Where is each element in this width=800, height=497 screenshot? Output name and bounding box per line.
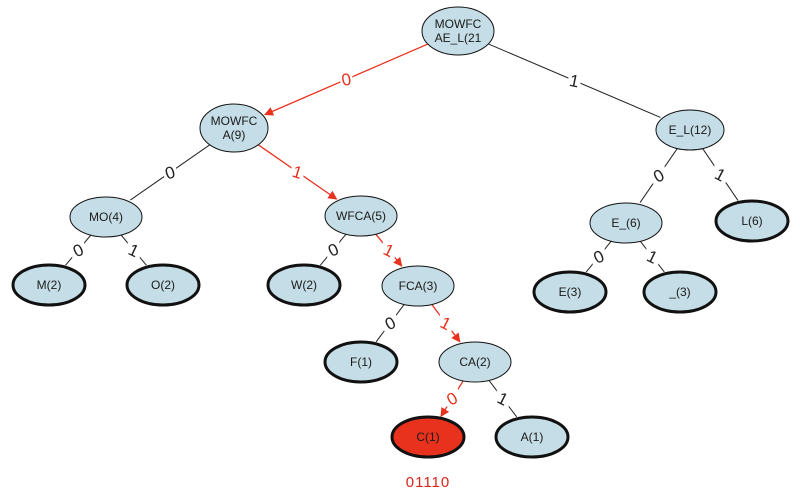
- edge-label-backdrop: [340, 69, 353, 88]
- tree-node-e_: E_(6): [589, 202, 663, 244]
- tree-node-f: F(1): [323, 340, 399, 384]
- node-label-root: MOWFC: [435, 17, 482, 31]
- leaf-node-l: [714, 199, 790, 243]
- edge-label-backdrop: [646, 246, 659, 265]
- node-label-mowfca: MOWFC: [211, 114, 258, 128]
- edge-label-backdrop: [592, 246, 605, 265]
- leaf-node-e: [532, 270, 608, 314]
- tree-node-c: C(1): [390, 415, 466, 459]
- tree-node-ca: CA(2): [438, 341, 512, 383]
- node-label-m: M(2): [37, 278, 62, 292]
- node-label-wfca: WFCA(5): [336, 209, 386, 223]
- node-label-l: L(6): [741, 214, 762, 228]
- tree-node-wfca: WFCA(5): [324, 195, 398, 237]
- leaf-node-c: [390, 415, 466, 459]
- edge-label-backdrop: [714, 164, 727, 183]
- node-label-a: A(1): [521, 430, 544, 444]
- edge-label-backdrop: [291, 161, 304, 180]
- edge-label-backdrop: [127, 240, 140, 259]
- node-label-w: W(2): [291, 278, 317, 292]
- edge-label-root-el: 1: [568, 71, 581, 92]
- node-label-e: E(3): [559, 285, 582, 299]
- node-label-e_: E_(6): [611, 216, 640, 230]
- internal-node-el: [655, 109, 725, 151]
- edge-label-backdrop: [652, 165, 665, 184]
- edge-label-root-mowfca: 0: [340, 70, 353, 91]
- edge-label-backdrop: [568, 70, 581, 89]
- leaf-node-a: [494, 415, 570, 459]
- internal-node-mowfca: [199, 103, 269, 153]
- node-label-el: E_L(12): [669, 123, 712, 137]
- edge-label-backdrop: [384, 313, 397, 332]
- node-label-us: _(3): [668, 285, 690, 299]
- node-label-c: C(1): [416, 430, 439, 444]
- edge-label-backdrop: [382, 240, 395, 259]
- leaf-node-o: [125, 263, 201, 307]
- node-label-f: F(1): [350, 355, 372, 369]
- node-label-fca: FCA(3): [399, 279, 438, 293]
- leaf-node-f: [323, 340, 399, 384]
- edge-label-backdrop: [72, 240, 85, 259]
- tree-node-us: _(3): [642, 270, 718, 314]
- internal-node-ca: [438, 341, 512, 383]
- tree-node-a: A(1): [494, 415, 570, 459]
- tree-node-fca: FCA(3): [381, 265, 455, 307]
- node-label-root: AE_L(21: [435, 31, 482, 45]
- edge-label-backdrop: [164, 162, 177, 181]
- huffman-code-label: 01110: [406, 474, 451, 491]
- edge-label-backdrop: [496, 388, 509, 407]
- internal-node-fca: [381, 265, 455, 307]
- leaf-node-m: [11, 263, 87, 307]
- tree-node-w: W(2): [266, 263, 342, 307]
- internal-node-e_: [589, 202, 663, 244]
- node-label-mo: MO(4): [89, 210, 123, 224]
- internal-node-mo: [69, 196, 143, 238]
- edge-label-backdrop: [327, 239, 340, 258]
- tree-node-m: M(2): [11, 263, 87, 307]
- internal-node-root: [421, 6, 495, 56]
- tree-nodes: MOWFCAE_L(21MOWFCA(9)E_L(12)MO(4)WFCA(5)…: [11, 6, 790, 459]
- node-label-o: O(2): [151, 278, 175, 292]
- tree-node-e: E(3): [532, 270, 608, 314]
- node-label-ca: CA(2): [459, 355, 490, 369]
- edge-label-backdrop: [439, 313, 452, 332]
- node-label-mowfca: A(9): [223, 128, 246, 142]
- leaf-node-us: [642, 270, 718, 314]
- leaf-node-w: [266, 263, 342, 307]
- tree-node-el: E_L(12): [655, 109, 725, 151]
- tree-node-l: L(6): [714, 199, 790, 243]
- edge-label-backdrop: [446, 388, 459, 407]
- tree-node-o: O(2): [125, 263, 201, 307]
- tree-node-mo: MO(4): [69, 196, 143, 238]
- internal-node-wfca: [324, 195, 398, 237]
